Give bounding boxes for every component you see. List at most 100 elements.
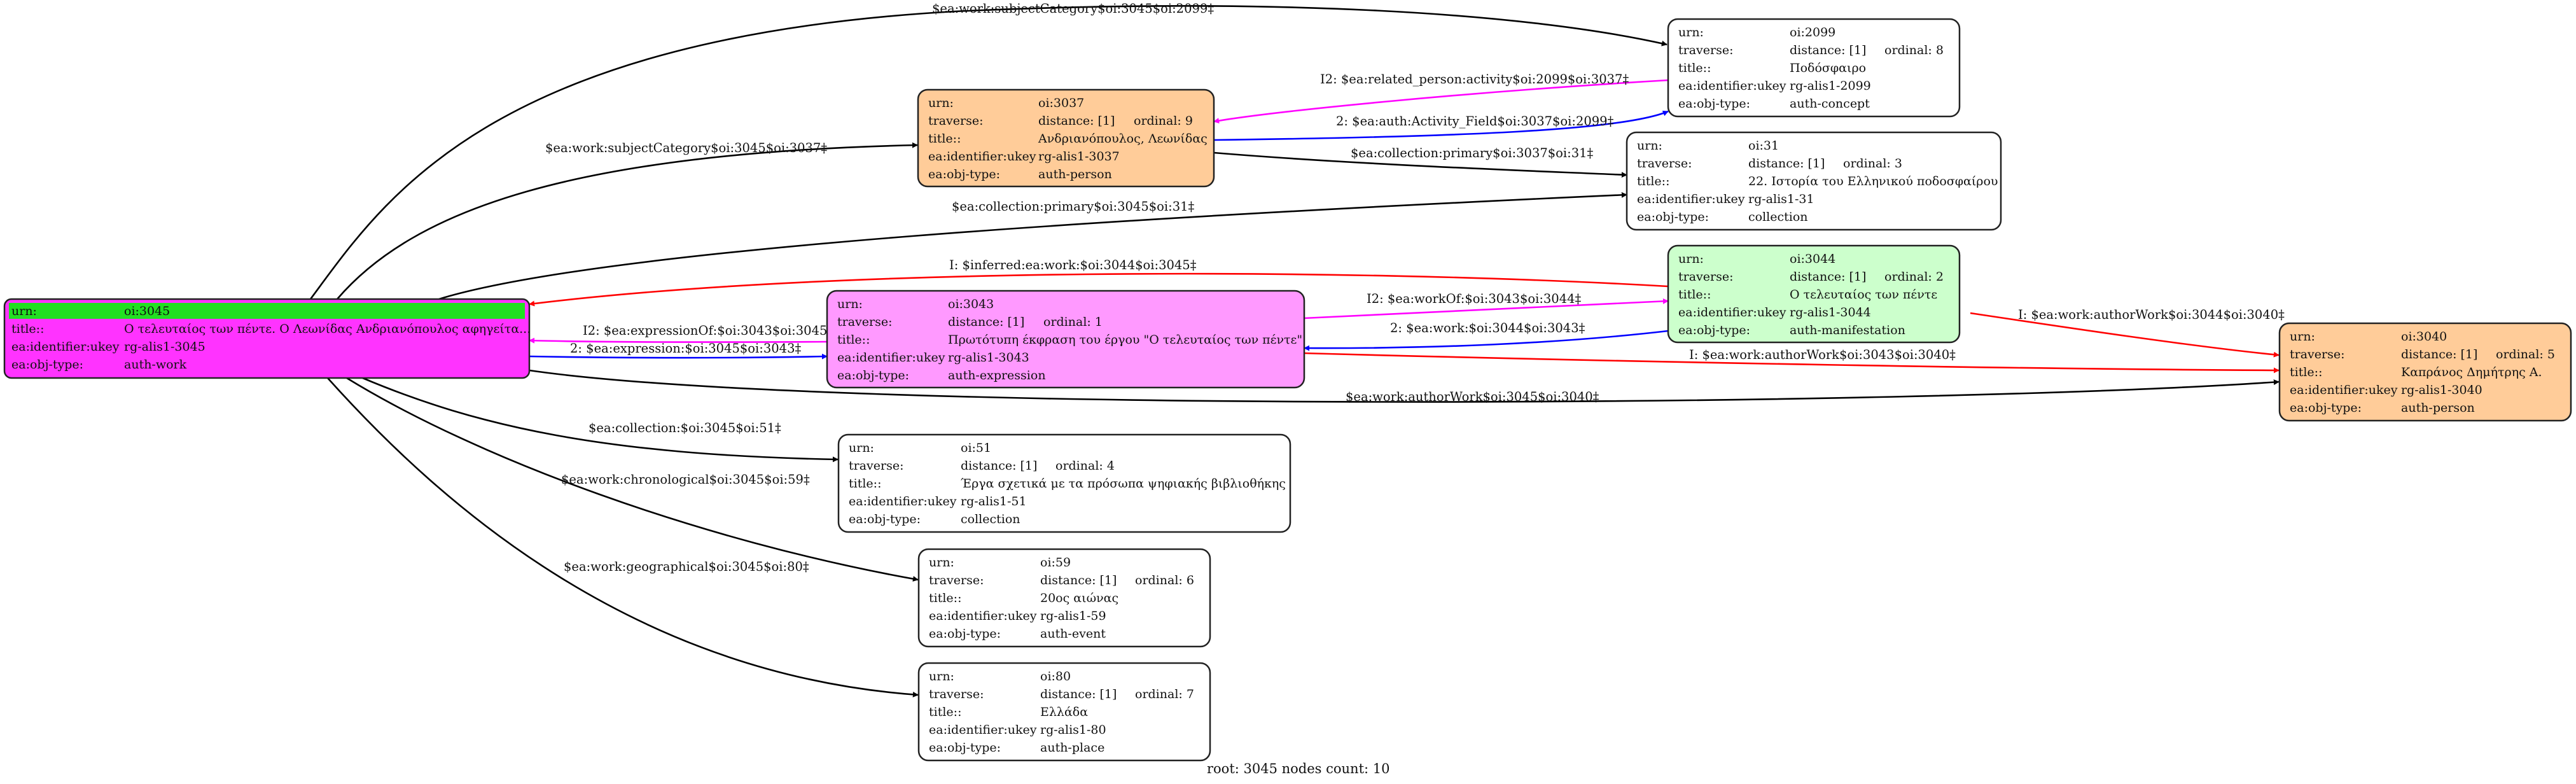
row-value: oi:80	[1040, 669, 1071, 683]
row-value: Ποδόσφαιρο	[1790, 61, 1866, 75]
row-value: oi:3043	[948, 297, 994, 311]
edge-authorwork-3043: I: $ea:work:authorWork$oi:3043$oi:3040‡	[1304, 347, 2280, 374]
node-box	[917, 548, 1211, 648]
edge-label: $ea:work:chronological$oi:3045$oi:59‡	[561, 472, 810, 487]
row-key: urn:	[929, 556, 954, 570]
row-key: urn:	[1678, 25, 1704, 39]
row-key: ea:identifier:ukey	[928, 150, 1036, 164]
row-value: auth-manifestation	[1790, 323, 1905, 337]
node-oi-3044[interactable]: urn: oi:3044 traverse: distance: [1] ord…	[1667, 244, 1961, 344]
edge-expressionof: I2: $ea:expressionOf:$oi:3043$oi:3045‡	[529, 323, 833, 344]
node-box	[1626, 131, 2002, 231]
row-key: traverse:	[837, 315, 893, 329]
row-key: traverse:	[928, 114, 984, 128]
node-oi-80[interactable]: urn: oi:80 traverse: distance: [1] ordin…	[917, 662, 1211, 762]
row-value: oi:2099	[1790, 25, 1835, 39]
edge-label: I2: $ea:expressionOf:$oi:3043$oi:3045‡	[583, 323, 833, 338]
row-key: traverse:	[2290, 347, 2345, 361]
edge-label: I2: $ea:workOf:$oi:3043$oi:3044‡	[1367, 291, 1582, 306]
row-key: traverse:	[849, 459, 904, 473]
row-value: oi:3040	[2401, 330, 2447, 344]
row-value: rg-alis1-59	[1040, 609, 1106, 623]
edge-label: 2: $ea:expression:$oi:3045$oi:3043‡	[570, 341, 801, 356]
row-value: auth-work	[124, 358, 187, 372]
row-value: 22. Ιστορία του Ελληνικού ποδοσφαίρου	[1748, 174, 1998, 188]
edge-label: $ea:collection:primary$oi:3045$oi:31‡	[952, 199, 1195, 214]
row-key: ea:obj-type:	[1678, 97, 1750, 111]
edge-label: $ea:work:authorWork$oi:3045$oi:3040‡	[1346, 389, 1599, 404]
row-value: collection	[1748, 210, 1808, 224]
row-ordinal: ordinal: 4	[1055, 459, 1115, 473]
row-ordinal: ordinal: 7	[1135, 687, 1194, 701]
edge-label: 2: $ea:work:$oi:3044$oi:3043‡	[1390, 321, 1585, 335]
row-key: ea:identifier:ukey	[837, 351, 945, 365]
node-oi-3037[interactable]: urn: oi:3037 traverse: distance: [1] ord…	[917, 88, 1215, 188]
row-key: title::	[11, 322, 44, 336]
node-box	[826, 290, 1305, 389]
edge-activity-field: 2: $ea:auth:Activity_Field$oi:3037$oi:20…	[1213, 110, 1669, 141]
row-key: title::	[929, 705, 961, 719]
row-value: rg-alis1-3044	[1790, 305, 1871, 319]
row-value: distance: [1]	[1790, 270, 1866, 284]
row-value: collection	[961, 512, 1020, 526]
row-value: Ανδριανόπουλος, Λεωνίδας	[1038, 132, 1208, 146]
row-value: rg-alis1-31	[1748, 192, 1814, 206]
row-value: rg-alis1-3043	[948, 351, 1029, 365]
row-key: ea:obj-type:	[929, 741, 1001, 755]
row-key: ea:obj-type:	[11, 358, 83, 372]
row-key: urn:	[837, 297, 863, 311]
row-ordinal: ordinal: 1	[1043, 315, 1103, 329]
row-value: oi:3045	[124, 304, 170, 318]
row-value: oi:31	[1748, 139, 1779, 153]
row-value: Καπράνος Δημήτρης Α.	[2401, 365, 2542, 379]
row-value: rg-alis1-3037	[1038, 150, 1120, 164]
row-ordinal: ordinal: 2	[1884, 270, 1944, 284]
row-key: urn:	[928, 96, 954, 110]
row-key: title::	[929, 591, 961, 605]
row-value: auth-expression	[948, 368, 1046, 382]
row-key: title::	[837, 333, 870, 347]
row-value: distance: [1]	[1748, 157, 1825, 171]
row-key: traverse:	[1678, 270, 1734, 284]
row-value: rg-alis1-80	[1040, 723, 1106, 737]
row-key: traverse:	[1678, 43, 1734, 57]
row-key: urn:	[1678, 252, 1704, 266]
row-value: oi:51	[961, 441, 991, 455]
nodes: urn: oi:3045 title:: Ο τελευταίος των πέ…	[3, 18, 2572, 762]
row-value: rg-alis1-3045	[124, 340, 205, 354]
node-oi-2099[interactable]: urn: oi:2099 traverse: distance: [1] ord…	[1667, 18, 1961, 118]
edge-authorwork-3045: $ea:work:authorWork$oi:3045$oi:3040‡	[529, 369, 2280, 404]
row-key: urn:	[11, 304, 37, 318]
edge-collection-3037-31: $ea:collection:primary$oi:3037$oi:31‡	[1213, 146, 1627, 178]
edge-chronological-59: $ea:work:chronological$oi:3045$oi:59‡	[346, 377, 919, 582]
row-key: urn:	[929, 669, 954, 683]
row-key: urn:	[1637, 139, 1662, 153]
node-oi-3043[interactable]: urn: oi:3043 traverse: distance: [1] ord…	[826, 290, 1305, 389]
row-value: distance: [1]	[1040, 573, 1117, 587]
edge-label: $ea:work:geographical$oi:3045$oi:80‡	[564, 559, 809, 574]
row-key: title::	[1637, 174, 1669, 188]
node-box	[837, 433, 1291, 533]
row-key: ea:identifier:ukey	[929, 723, 1037, 737]
row-key: title::	[849, 477, 881, 491]
row-value: distance: [1]	[1040, 687, 1117, 701]
row-key: ea:obj-type:	[1637, 210, 1709, 224]
row-value: rg-alis1-2099	[1790, 79, 1871, 93]
row-value: rg-alis1-3040	[2401, 383, 2482, 397]
row-value: oi:3044	[1790, 252, 1835, 266]
row-ordinal: ordinal: 9	[1134, 114, 1193, 128]
node-box	[1667, 18, 1961, 118]
node-oi-51[interactable]: urn: oi:51 traverse: distance: [1] ordin…	[837, 433, 1291, 533]
edge-label: $ea:work:subjectCategory$oi:3045$oi:2099…	[932, 1, 1214, 16]
node-oi-59[interactable]: urn: oi:59 traverse: distance: [1] ordin…	[917, 548, 1211, 648]
row-key: traverse:	[1637, 157, 1692, 171]
row-value: oi:59	[1040, 556, 1071, 570]
node-oi-3040[interactable]: urn: oi:3040 traverse: distance: [1] ord…	[2278, 322, 2572, 422]
edge-subjectcategory-2099: $ea:work:subjectCategory$oi:3045$oi:2099…	[309, 1, 1667, 300]
row-value: 20ος αιώνας	[1040, 591, 1118, 605]
node-oi-3045[interactable]: urn: oi:3045 title:: Ο τελευταίος των πέ…	[3, 298, 531, 379]
edge-label: I: $inferred:ea:work:$oi:3044$oi:3045‡	[949, 258, 1197, 272]
node-oi-31[interactable]: urn: oi:31 traverse: distance: [1] ordin…	[1626, 131, 2002, 231]
row-key: urn:	[849, 441, 874, 455]
